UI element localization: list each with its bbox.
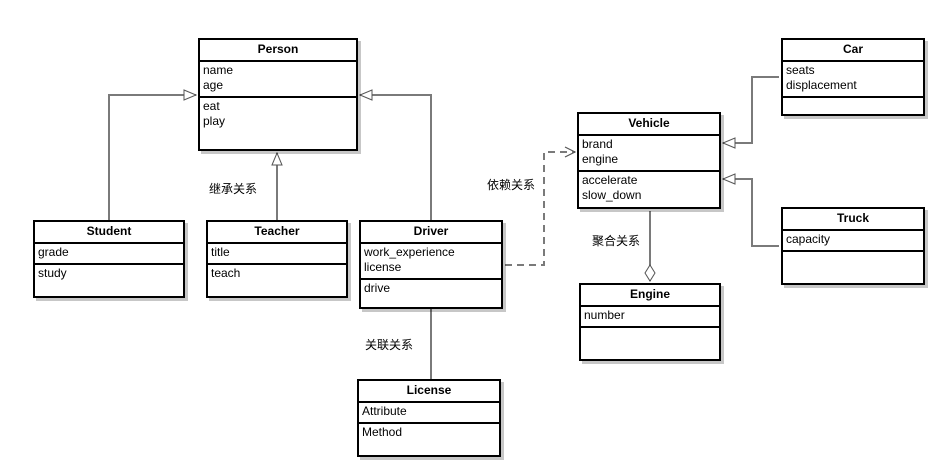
method-row: Method	[362, 425, 403, 439]
class-box-vehicle[interactable]: Vehicle brand engine accelerate slow_dow…	[577, 112, 721, 209]
method-row: accelerate	[582, 173, 638, 187]
edge-label-inheritance: 继承关系	[209, 182, 258, 196]
attribute-row: Attribute	[362, 404, 407, 418]
edge-label-association: 关联关系	[365, 338, 414, 352]
class-methods	[783, 252, 923, 255]
class-attributes: capacity	[783, 231, 923, 252]
class-methods	[581, 328, 719, 331]
class-methods: Method	[359, 424, 499, 442]
class-box-engine[interactable]: Engine number	[579, 283, 721, 361]
class-box-car[interactable]: Car seats displacement	[781, 38, 925, 116]
class-methods	[783, 98, 923, 101]
attribute-row: license	[364, 260, 402, 274]
class-title: License	[359, 381, 499, 403]
attribute-row: title	[211, 245, 230, 259]
class-title: Engine	[581, 285, 719, 307]
class-box-truck[interactable]: Truck capacity	[781, 207, 925, 285]
edge-driver-vehicle-dependency	[505, 152, 575, 266]
class-box-license[interactable]: License Attribute Method	[357, 379, 501, 457]
class-box-student[interactable]: Student grade study	[33, 220, 185, 298]
class-title: Car	[783, 40, 923, 62]
class-attributes: brand engine	[579, 136, 719, 172]
class-methods: study	[35, 265, 183, 283]
class-methods: teach	[208, 265, 346, 283]
attribute-row: capacity	[786, 232, 831, 246]
class-attributes: work_experience license	[361, 244, 501, 280]
class-attributes: name age	[200, 62, 356, 98]
method-row: drive	[364, 281, 391, 295]
class-attributes: grade	[35, 244, 183, 265]
edge-student-person	[108, 95, 196, 220]
class-box-person[interactable]: Person name age eat play	[198, 38, 358, 151]
method-row: eat	[203, 99, 220, 113]
class-title: Teacher	[208, 222, 346, 244]
class-attributes: title	[208, 244, 346, 265]
class-box-teacher[interactable]: Teacher title teach	[206, 220, 348, 298]
attribute-row: grade	[38, 245, 69, 259]
class-title: Driver	[361, 222, 501, 244]
method-row: study	[38, 266, 67, 280]
attribute-row: number	[584, 308, 625, 322]
class-title: Person	[200, 40, 356, 62]
attribute-row: seats	[786, 63, 815, 77]
edge-label-aggregation: 聚合关系	[592, 234, 641, 248]
class-attributes: seats displacement	[783, 62, 923, 98]
attribute-row: work_experience	[364, 245, 455, 259]
class-title: Student	[35, 222, 183, 244]
class-title: Vehicle	[579, 114, 719, 136]
attribute-row: brand	[582, 137, 613, 151]
attribute-row: name	[203, 63, 234, 77]
class-attributes: number	[581, 307, 719, 328]
attribute-row: age	[203, 78, 224, 92]
method-row: play	[203, 114, 226, 128]
class-title: Truck	[783, 209, 923, 231]
edge-truck-vehicle	[723, 179, 779, 247]
class-attributes: Attribute	[359, 403, 499, 424]
attribute-row: engine	[582, 152, 619, 166]
class-methods: accelerate slow_down	[579, 172, 719, 205]
edge-driver-person	[360, 95, 432, 220]
attribute-row: displacement	[786, 78, 857, 92]
edge-car-vehicle	[723, 76, 779, 143]
method-row: teach	[211, 266, 241, 280]
class-methods: drive	[361, 280, 501, 298]
method-row: slow_down	[582, 188, 642, 202]
class-methods: eat play	[200, 98, 356, 131]
edge-label-dependency: 依赖关系	[487, 178, 536, 192]
class-box-driver[interactable]: Driver work_experience license drive	[359, 220, 503, 309]
